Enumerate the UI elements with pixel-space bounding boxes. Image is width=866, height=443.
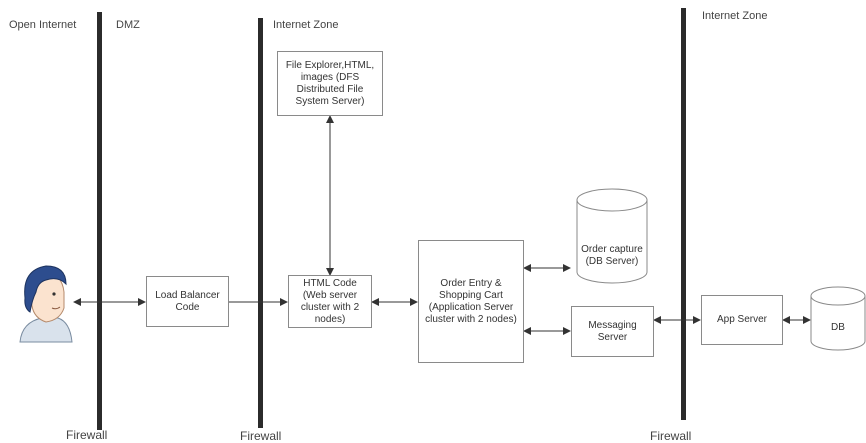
firewall-label-3: Firewall: [650, 429, 692, 443]
firewall-bar-2: [258, 18, 263, 428]
order-entry-label: Order Entry & Shopping Cart (Application…: [425, 277, 517, 325]
firewall-bar-1: [97, 12, 102, 430]
messaging-server-box: Messaging Server: [571, 306, 654, 357]
file-explorer-box: File Explorer,HTML, images (DFS Distribu…: [277, 51, 383, 116]
firewall-label-2: Firewall: [240, 429, 282, 443]
zone-label-open-internet: Open Internet: [9, 19, 77, 31]
load-balancer-label: Load Balancer Code: [155, 289, 220, 313]
db-label: DB: [831, 322, 845, 333]
messaging-server-label: Messaging Server: [588, 319, 637, 343]
html-code-box: HTML Code (Web server cluster with 2 nod…: [288, 275, 372, 328]
firewall-label-1: Firewall: [66, 428, 108, 442]
file-explorer-label: File Explorer,HTML, images (DFS Distribu…: [285, 59, 375, 107]
zone-label-dmz: DMZ: [116, 19, 140, 31]
zone-label-internet-zone-2: Internet Zone: [702, 10, 768, 22]
load-balancer-box: Load Balancer Code: [146, 276, 229, 327]
order-capture-cylinder: [576, 188, 648, 284]
db-cylinder: [810, 286, 866, 351]
app-server-label: App Server: [716, 314, 768, 325]
app-server-box: App Server: [701, 295, 783, 345]
zone-label-internet-zone-1: Internet Zone: [273, 19, 339, 31]
user-avatar-icon: [19, 265, 73, 343]
firewall-bar-3: [681, 8, 686, 420]
html-code-label: HTML Code (Web server cluster with 2 nod…: [300, 277, 360, 325]
order-entry-box: Order Entry & Shopping Cart (Application…: [418, 240, 524, 363]
order-capture-label: Order capture (DB Server): [581, 244, 643, 267]
